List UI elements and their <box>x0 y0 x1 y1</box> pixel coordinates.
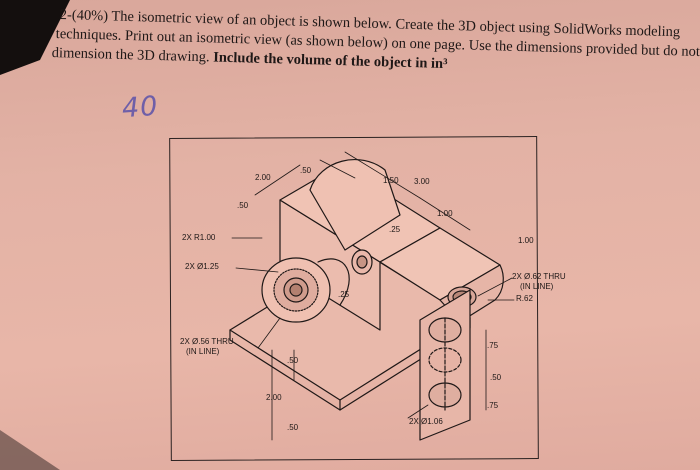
dim-line-top-left <box>254 164 301 196</box>
leader-dia125 <box>235 267 279 273</box>
dim-label-050-left: .50 <box>237 201 249 210</box>
dim-label-100-right: 1.00 <box>437 209 453 218</box>
top-boss-hole-inner <box>356 255 368 269</box>
dim-label-050-right: .50 <box>490 373 502 382</box>
dim-line-far-right <box>419 197 471 231</box>
dim-label-300: 3.00 <box>414 177 430 186</box>
top-boss <box>309 159 401 251</box>
dim-line-top-right <box>344 151 421 199</box>
dim-label-100-far-right: 1.00 <box>518 236 534 245</box>
dim-label-050-vert: .50 <box>287 356 299 365</box>
leader-dia062 <box>477 277 513 297</box>
callout-r062: R.62 <box>516 294 533 303</box>
dim-label-025-hub: .25 <box>338 290 350 299</box>
dim-label-025-mid: .25 <box>389 225 401 234</box>
leader-dia056 <box>257 317 281 349</box>
dim-label-050-top: .50 <box>300 166 312 175</box>
callout-2x-dia056-line1: 2X Ø.56 THRU <box>180 337 234 346</box>
dim-label-075-lower: .75 <box>487 401 499 410</box>
dim-label-200-vert: 2.00 <box>266 393 282 402</box>
left-hub-arc <box>317 258 350 306</box>
dim-label-075-upper: .75 <box>487 341 499 350</box>
fork-lower-disc <box>428 382 462 408</box>
callout-2x-dia125: 2X Ø1.25 <box>185 262 219 271</box>
dim-label-150: 1.50 <box>383 176 399 185</box>
dim-label-050-bottom: .50 <box>287 423 299 432</box>
dim-line-top-mid <box>319 159 356 179</box>
shadow-top-left <box>0 0 70 75</box>
dimension-lines <box>231 151 515 441</box>
leader-dia106 <box>407 404 429 419</box>
callout-2x-r100: 2X R1.00 <box>182 233 216 242</box>
callout-2x-dia062-line2: (IN LINE) <box>520 282 554 291</box>
dim-label-200-top: 2.00 <box>255 173 271 182</box>
shadow-bottom-left <box>0 430 60 470</box>
left-hub-bore <box>289 283 303 297</box>
callout-2x-dia062-line1: 2X Ø.62 THRU <box>512 272 566 281</box>
callout-2x-dia106: 2X Ø1.06 <box>409 417 443 426</box>
callout-2x-dia056-line2: (IN LINE) <box>186 347 220 356</box>
